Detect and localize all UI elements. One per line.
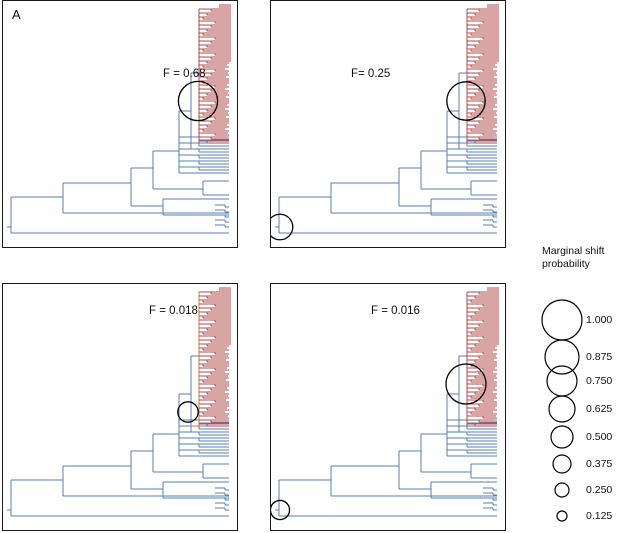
- legend-circle: [556, 510, 568, 522]
- legend-circle: [546, 365, 578, 397]
- shift-probability-circle: [177, 80, 219, 122]
- phylogenetic-tree-4: [271, 287, 499, 521]
- f-value-label: F= 0.25: [351, 68, 391, 80]
- f-value-label: F = 0.018: [149, 305, 198, 317]
- legend-value: 0.750: [586, 375, 613, 387]
- shift-probability-circle: [271, 213, 294, 241]
- tree-panel-3: F = 0.018: [2, 283, 238, 531]
- legend-circles: [541, 299, 583, 522]
- legend-value: 0.125: [586, 510, 613, 522]
- shift-probability-circle: [446, 81, 486, 121]
- legend-circle: [550, 425, 574, 449]
- legend-value: 0.625: [586, 403, 613, 415]
- legend-value: 1.000: [586, 314, 613, 326]
- legend-value: 0.875: [586, 351, 613, 363]
- legend-circle: [548, 395, 576, 423]
- shift-probability-circle: [271, 499, 291, 521]
- legend-value: 0.250: [586, 484, 613, 496]
- phylogenetic-tree-2: [271, 4, 499, 241]
- panel-letter: A: [12, 7, 21, 22]
- legend-value: 0.500: [586, 431, 613, 443]
- f-value-label: F = 0.68: [163, 68, 206, 80]
- legend-title: Marginal shift probability: [542, 245, 605, 270]
- shift-probability-circle: [177, 401, 199, 423]
- tree-panel-4: F = 0.016: [270, 283, 506, 531]
- f-value-label: F = 0.016: [371, 305, 420, 317]
- legend-circle: [544, 339, 580, 375]
- legend-circle: [554, 482, 570, 498]
- phylogenetic-tree-3: [7, 287, 231, 517]
- shift-probability-circle: [445, 363, 487, 405]
- legend-circle: [552, 454, 572, 474]
- phylogenetic-tree-1: [7, 4, 231, 234]
- legend-value: 0.375: [586, 458, 613, 470]
- legend-circle: [541, 299, 583, 341]
- shift-probability-legend: Marginal shift probability 1.000 0.875 0…: [530, 245, 630, 533]
- tree-panel-2: F= 0.25: [270, 0, 506, 248]
- tree-panel-1: A F = 0.68: [2, 0, 238, 248]
